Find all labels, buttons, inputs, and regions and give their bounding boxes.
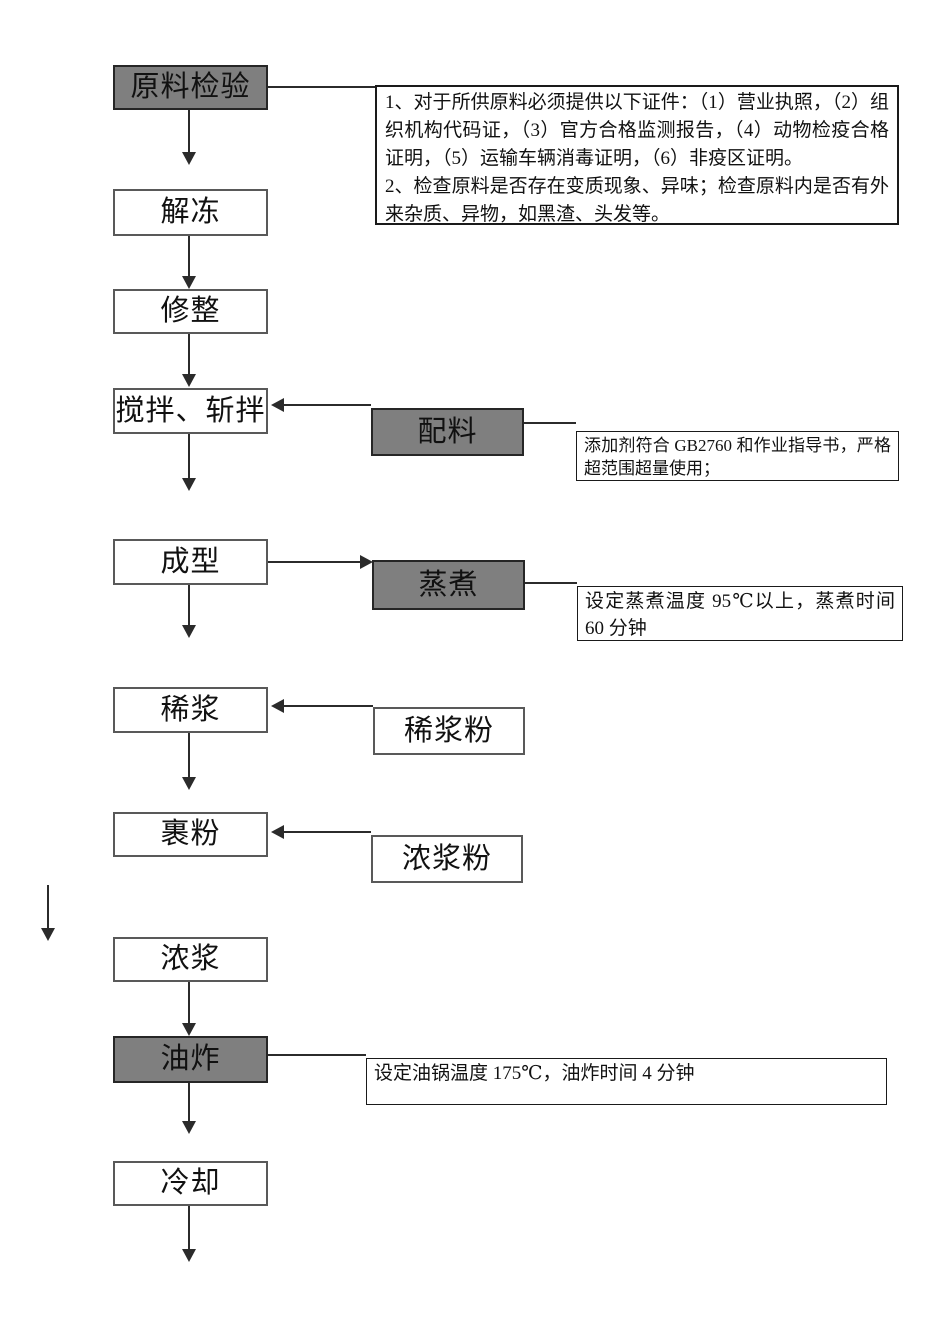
node-thick-batter: 浓浆 (113, 937, 268, 982)
arrow-forming-to-steaming (268, 555, 373, 569)
arrow-thawing-to-trimming (182, 236, 196, 289)
node-thawing: 解冻 (113, 189, 268, 236)
node-cooling: 冷却 (113, 1161, 268, 1206)
arrow-thin-powder-to-thin-batter (271, 699, 373, 713)
arrow-thick-powder-to-breading (271, 825, 371, 839)
connector-steaming-to-note (525, 582, 577, 584)
node-steaming: 蒸煮 (372, 560, 525, 610)
node-frying: 油炸 (113, 1036, 268, 1083)
node-trimming: 修整 (113, 289, 268, 334)
arrow-inspection-to-thawing (182, 110, 196, 165)
node-thin-batter: 稀浆 (113, 687, 268, 733)
arrow-breading-to-thick-batter-offset (41, 885, 55, 941)
connector-ingredients-to-note (524, 422, 576, 424)
arrow-ingredients-to-mixing (271, 398, 371, 412)
note-raw-material-requirements-p2: 2、检查原料是否存在变质现象、异味；检查原料内是否有外来杂质、异物，如黑渣、头发… (385, 176, 889, 225)
node-thin-batter-powder: 稀浆粉 (373, 707, 525, 755)
node-ingredients: 配料 (371, 408, 524, 456)
note-raw-material-requirements: 1、对于所供原料必须提供以下证件：（1）营业执照，（2）组织机构代码证，（3）官… (375, 85, 899, 225)
arrow-thick-batter-to-frying (182, 982, 196, 1036)
note-additive-rule: 添加剂符合 GB2760 和作业指导书，严格超范围超量使用； (576, 431, 899, 481)
node-mixing-chopping: 搅拌、斩拌 (113, 388, 268, 434)
note-frying-params: 设定油锅温度 175℃，油炸时间 4 分钟 (366, 1058, 887, 1105)
node-raw-material-inspection: 原料检验 (113, 65, 268, 110)
note-raw-material-requirements-p1: 1、对于所供原料必须提供以下证件：（1）营业执照，（2）组织机构代码证，（3）官… (385, 92, 889, 169)
connector-inspection-to-note (268, 86, 375, 88)
arrow-mixing-to-forming (182, 434, 196, 491)
arrow-trimming-to-mixing (182, 334, 196, 387)
arrow-thin-batter-to-breading (182, 733, 196, 790)
node-breading: 裹粉 (113, 812, 268, 857)
node-thick-batter-powder: 浓浆粉 (371, 835, 523, 883)
connector-frying-to-note (268, 1054, 366, 1056)
note-steaming-params: 设定蒸煮温度 95℃以上，蒸煮时间 60 分钟 (577, 586, 903, 641)
arrow-forming-to-thin-batter (182, 585, 196, 638)
node-forming: 成型 (113, 539, 268, 585)
arrow-cooling-to-next (182, 1206, 196, 1262)
arrow-frying-to-cooling (182, 1083, 196, 1134)
